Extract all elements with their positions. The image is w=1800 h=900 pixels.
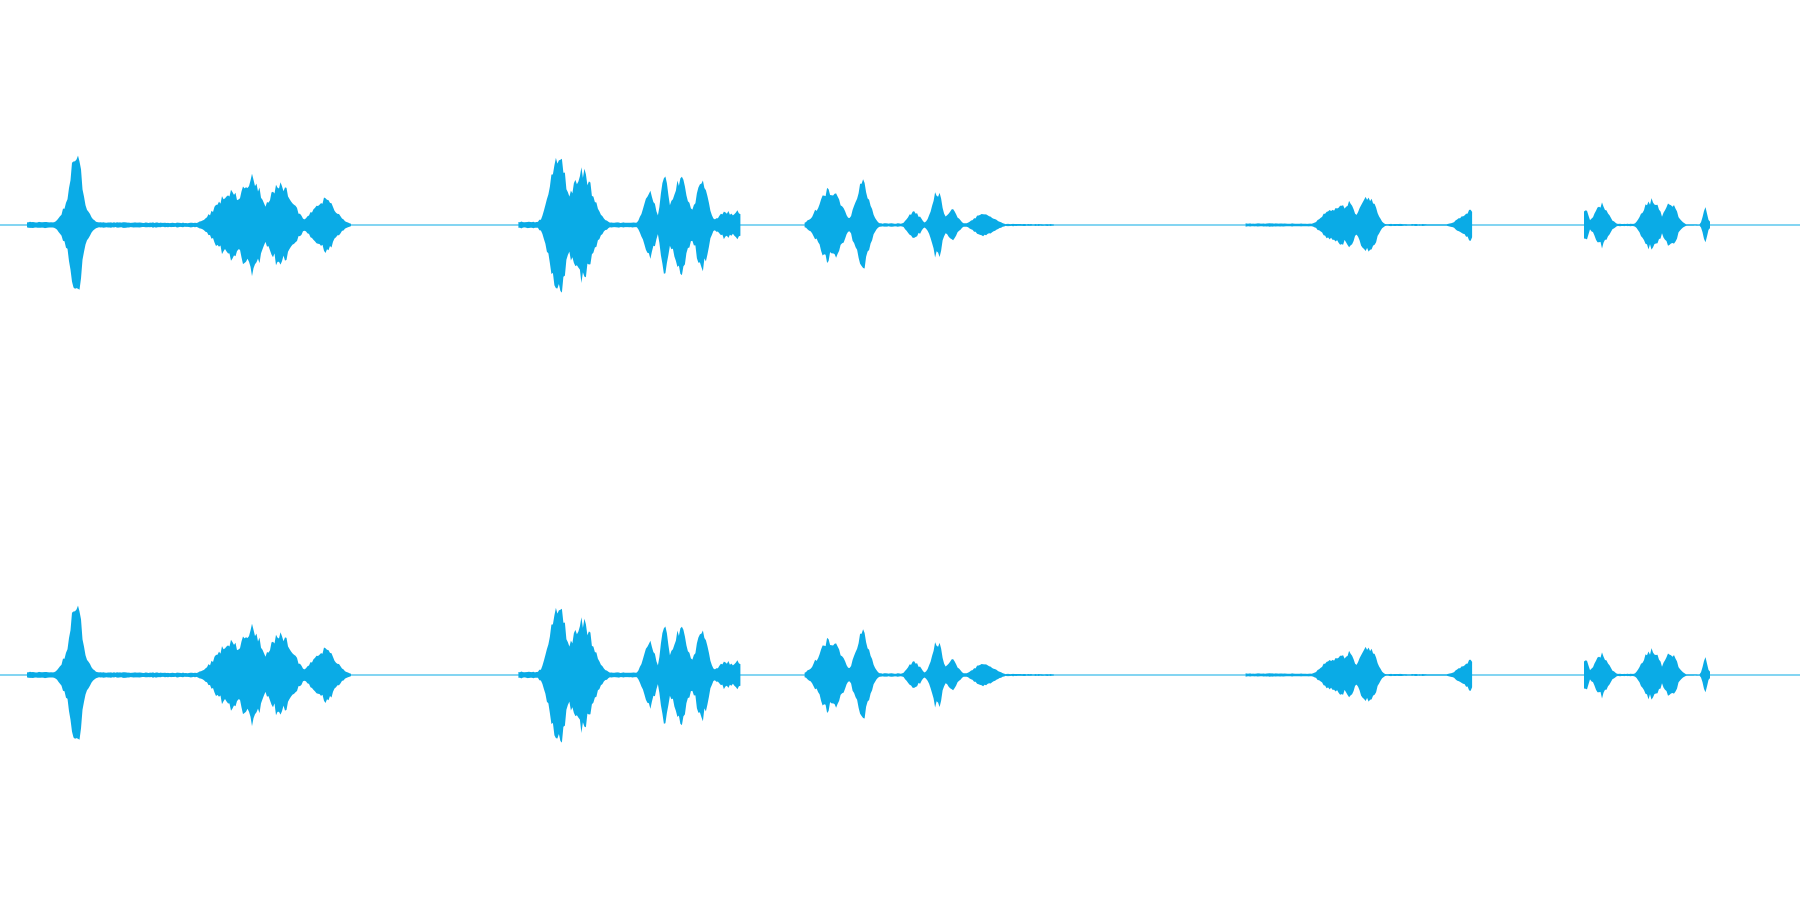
channel-1-burst-5 (1584, 198, 1710, 250)
channel-1-burst-2 (518, 157, 741, 293)
channel-2-burst-5 (1584, 648, 1710, 700)
channel-2-burst-3 (804, 629, 1054, 719)
channel-2-burst-4 (1245, 646, 1473, 702)
channel-1-burst-3 (804, 179, 1054, 269)
channel-1-waveform (0, 155, 1800, 293)
channel-2-waveform (0, 605, 1800, 743)
channel-2-burst-1 (27, 605, 351, 740)
channel-1-burst-4 (1245, 196, 1473, 252)
channel-2-burst-2 (518, 607, 741, 743)
channel-1-burst-1 (27, 155, 351, 290)
